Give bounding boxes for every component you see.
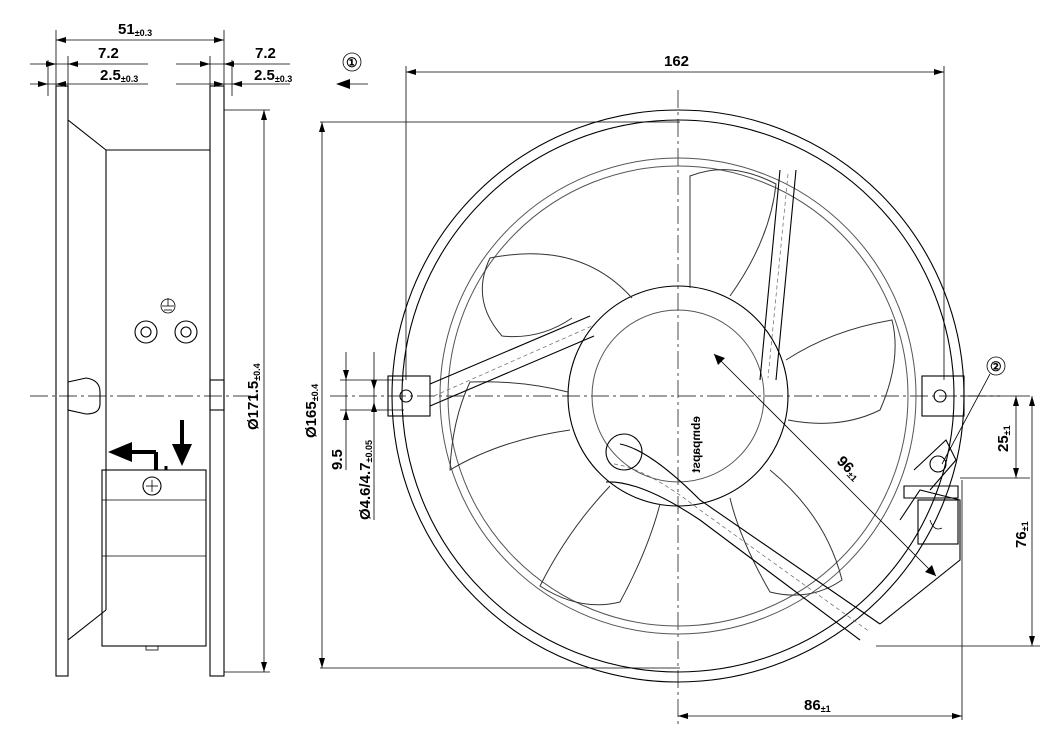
radius-label: 96±1 [833, 453, 864, 484]
terminal-callout: ② [990, 359, 1002, 374]
hole-diameter-label: Ø4.6/4.7±0.05 [357, 440, 374, 520]
front-view: 162 Ø165±0.4 9.5 Ø4.6/4.7±0.05 96±1 25±1… [303, 52, 1040, 725]
side-flange-right-label: 7.2 [255, 45, 276, 62]
box-offset-label: 86±1 [804, 697, 831, 714]
side-flange-left-label: 7.2 [98, 45, 119, 62]
brand-logo-text: ebmpapst [689, 416, 703, 473]
front-diameter-label: Ø165±0.4 [303, 384, 320, 438]
side-width-label: 51±0.3 [118, 21, 152, 38]
side-flange-thick-right-label: 2.5±0.3 [254, 67, 292, 84]
side-flange-thick-left-label: 2.5±0.3 [100, 67, 138, 84]
front-width-label: 162 [664, 53, 689, 70]
hole-offset-label: 9.5 [329, 449, 346, 470]
side-view: 51±0.3 7.2 2.5±0.3 7.2 2.5±0.3 Ø171.5±0.… [30, 21, 292, 677]
airflow-callout: ① [346, 55, 358, 70]
terminal-height-label: 25±1 [995, 425, 1012, 452]
box-height-label: 76±1 [1013, 521, 1030, 548]
side-diameter-label: Ø171.5±0.4 [245, 363, 262, 430]
